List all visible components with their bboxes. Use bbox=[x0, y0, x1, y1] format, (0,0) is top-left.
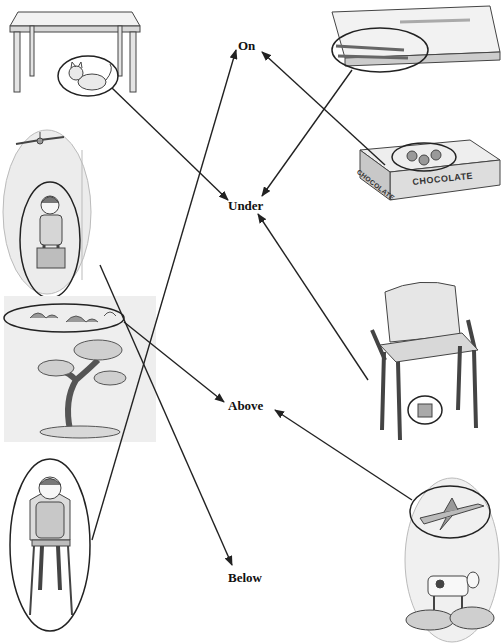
matching-arrows bbox=[92, 50, 412, 565]
bush bbox=[406, 610, 454, 630]
tree-foliage bbox=[94, 371, 126, 385]
answer-circle bbox=[20, 182, 80, 298]
bird bbox=[66, 316, 98, 322]
chair-back bbox=[30, 493, 70, 541]
answer-circle bbox=[58, 56, 118, 96]
cow-spot bbox=[436, 580, 444, 588]
chair-seat bbox=[380, 333, 478, 362]
book-pages bbox=[345, 52, 500, 66]
tree-picture bbox=[4, 296, 156, 442]
matching-arrow bbox=[258, 214, 368, 380]
tree-foliage bbox=[74, 340, 122, 360]
position-word: Under bbox=[228, 198, 263, 214]
matching-arrow bbox=[124, 322, 224, 402]
fan-blades bbox=[16, 137, 64, 144]
cow-body bbox=[428, 576, 468, 596]
chair-back bbox=[385, 282, 460, 342]
wall-edge bbox=[82, 150, 83, 280]
cat-ears bbox=[71, 62, 82, 68]
stool bbox=[37, 248, 65, 268]
boy-head bbox=[39, 477, 61, 499]
answer-circle bbox=[4, 304, 124, 332]
girl-head bbox=[41, 196, 59, 214]
sweet bbox=[419, 155, 429, 165]
matching-arrow bbox=[112, 88, 228, 200]
table-top bbox=[10, 12, 140, 26]
plane-wings bbox=[440, 498, 458, 530]
boy-picture bbox=[10, 459, 90, 631]
tree-foliage bbox=[38, 360, 74, 376]
picture-background bbox=[4, 296, 156, 442]
bird bbox=[104, 312, 116, 316]
chair-picture bbox=[372, 282, 478, 440]
boy-shirt bbox=[36, 502, 64, 538]
position-word: Below bbox=[228, 570, 262, 586]
object-under-chair bbox=[418, 404, 432, 417]
answer-circle bbox=[410, 486, 490, 538]
table-picture bbox=[10, 12, 140, 96]
bush bbox=[450, 607, 494, 629]
chair-legs bbox=[382, 346, 476, 440]
answer-circle bbox=[408, 396, 442, 424]
pen bbox=[338, 56, 408, 58]
matching-arrow bbox=[262, 52, 385, 165]
matching-arrow bbox=[275, 410, 412, 500]
picture-background bbox=[3, 130, 91, 294]
picture-background bbox=[405, 478, 499, 642]
cover-print bbox=[400, 20, 470, 22]
sweet bbox=[431, 150, 441, 160]
cat-tail bbox=[106, 64, 111, 80]
table-leg bbox=[130, 32, 136, 92]
bird bbox=[30, 313, 58, 318]
table-leg bbox=[118, 26, 122, 76]
answer-circle bbox=[10, 459, 90, 631]
position-word: Above bbox=[228, 398, 263, 414]
table-leg bbox=[30, 26, 34, 76]
girl-picture bbox=[3, 130, 91, 298]
chair-legs bbox=[30, 546, 72, 615]
answer-circle bbox=[332, 28, 428, 72]
boy-legs bbox=[40, 546, 60, 590]
plane-cow-picture bbox=[405, 478, 499, 642]
pen bbox=[336, 46, 404, 50]
answer-circle bbox=[392, 143, 456, 171]
table-leg bbox=[14, 32, 20, 92]
ground bbox=[40, 426, 120, 438]
chair-seat bbox=[32, 540, 70, 546]
book-cover bbox=[332, 6, 500, 58]
girl-dress bbox=[40, 215, 62, 245]
book-picture bbox=[332, 6, 500, 72]
sweet bbox=[407, 151, 417, 161]
girl-hair bbox=[41, 197, 59, 204]
matching-arrow bbox=[100, 265, 232, 565]
cat-head bbox=[69, 66, 83, 80]
matching-arrow bbox=[262, 70, 352, 196]
cow-legs bbox=[434, 596, 462, 610]
fan-hub bbox=[37, 138, 43, 144]
boy-hair bbox=[39, 479, 61, 486]
cow-head bbox=[467, 572, 479, 588]
box-front bbox=[390, 160, 500, 200]
position-word: On bbox=[238, 38, 255, 54]
